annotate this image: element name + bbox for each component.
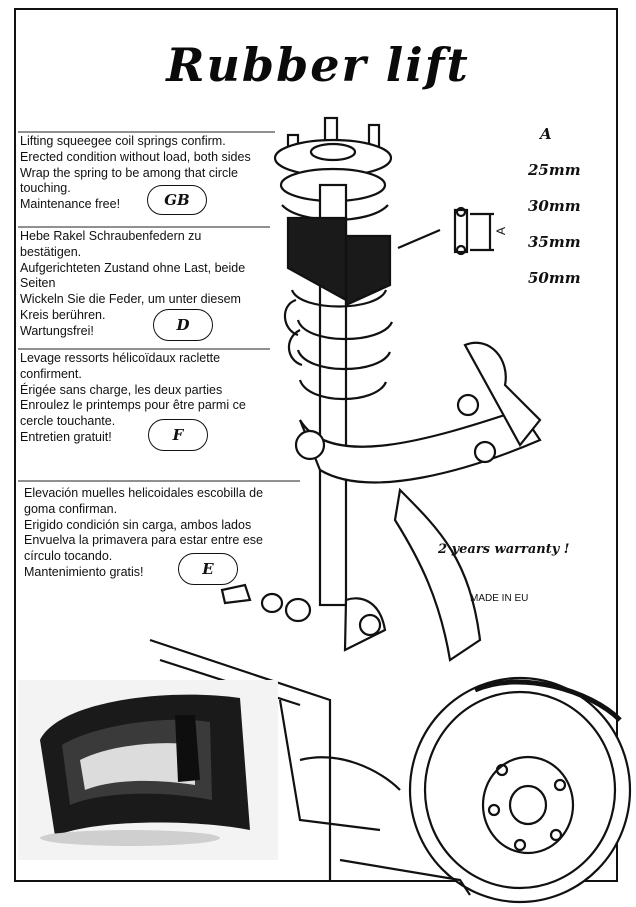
size-item: 50mm xyxy=(528,269,581,287)
brake-disc-icon xyxy=(408,676,632,904)
sizes-header: A xyxy=(540,125,552,143)
section-d-line: Wickeln Sie die Feder, um unter diesem xyxy=(20,292,241,307)
section-e: Elevación muelles helicoidales escobilla… xyxy=(24,486,263,581)
section-f-line: confirment. xyxy=(20,366,82,381)
warranty-text: 2 years warranty ! xyxy=(438,542,570,557)
rubber-sample-photo xyxy=(18,680,278,860)
badge-d: D xyxy=(153,309,213,341)
section-f-line: Érigée sans charge, les deux parties xyxy=(20,382,223,397)
badge-e: E xyxy=(178,553,238,585)
section-gb-line: Lifting squeegee coil springs confirm. xyxy=(20,134,226,148)
section-d-line: Aufgerichteten Zustand ohne Last, beide xyxy=(20,260,246,275)
section-d-line: bestätigen. xyxy=(20,244,82,259)
section-e-line: círculo tocando. xyxy=(24,549,113,564)
section-d-line: Kreis berühren. xyxy=(20,307,106,322)
size-item: 25mm xyxy=(528,161,581,179)
dimension-detail xyxy=(453,206,494,256)
control-arm xyxy=(294,341,542,484)
section-d-line: Hebe Rakel Schraubenfedern zu xyxy=(20,229,202,243)
section-e-line: Elevación muelles helicoidales escobilla… xyxy=(24,486,264,500)
top-mount-icon xyxy=(273,116,393,178)
section-d-line: Seiten xyxy=(20,276,56,291)
section-gb-line: Maintenance free! xyxy=(20,197,121,212)
section-gb-line: Erected condition without load, both sid… xyxy=(20,149,251,164)
section-e-line: Envuelva la primavera para estar entre e… xyxy=(24,533,264,548)
section-e-line: Erigido condición sin carga, ambos lados xyxy=(24,517,252,532)
page-title: Rubber lift xyxy=(166,38,470,92)
section-f-line: Levage ressorts hélicoïdaux raclette xyxy=(20,351,221,365)
section-e-line: Mantenimiento gratis! xyxy=(24,564,144,579)
rubber-lift-insert xyxy=(286,216,392,307)
section-f: Levage ressorts hélicoïdaux raclette con… xyxy=(20,351,246,446)
badge-f: F xyxy=(148,419,208,451)
section-f-line: cercle touchante. xyxy=(20,414,116,429)
hardware-parts xyxy=(220,583,312,623)
section-gb-line: Wrap the spring to be among that circle xyxy=(20,165,238,180)
section-f-line: Enroulez le printemps pour être parmi ce xyxy=(20,398,246,413)
size-item: 35mm xyxy=(528,233,581,251)
page-frame xyxy=(14,8,618,882)
dimension-label: A xyxy=(494,226,509,236)
section-gb-line: touching. xyxy=(20,181,71,196)
sizes-list: A 25mm 30mm 35mm 50mm xyxy=(528,116,581,296)
section-d-line: Wartungsfrei! xyxy=(20,323,94,338)
size-item: 30mm xyxy=(528,197,581,215)
made-in-label: MADE IN EU xyxy=(470,593,529,604)
section-f-line: Entretien gratuit! xyxy=(20,429,112,444)
section-e-line: goma confirman. xyxy=(24,501,118,516)
section-d: Hebe Rakel Schraubenfedern zu bestätigen… xyxy=(20,229,245,340)
section-gb: Lifting squeegee coil springs confirm. E… xyxy=(20,134,251,213)
badge-gb: GB xyxy=(147,185,207,215)
